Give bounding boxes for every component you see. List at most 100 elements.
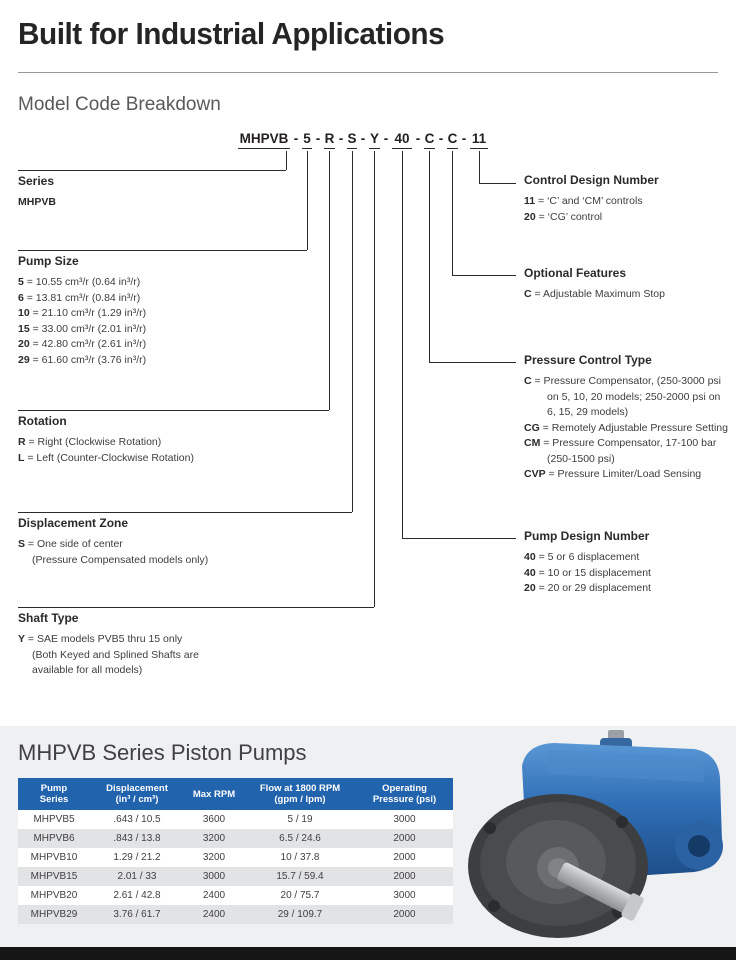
model-code-separator: - bbox=[360, 131, 366, 146]
callout-heading: Pump Size bbox=[18, 254, 79, 268]
connector-line-pump-size bbox=[18, 250, 307, 251]
cell-displacement: 1.29 / 21.2 bbox=[90, 848, 184, 867]
cell-max-rpm: 2400 bbox=[184, 905, 244, 924]
connector-line-series bbox=[18, 170, 286, 171]
callout-item: 11 = ‘C’ and ‘CM’ controls bbox=[524, 195, 643, 207]
callout-item: R = Right (Clockwise Rotation) bbox=[18, 436, 162, 448]
callout-item: CM = Pressure Compensator, 17-100 bar bbox=[524, 437, 717, 449]
callout-item: on 5, 10, 20 models; 250-2000 psi on bbox=[547, 390, 721, 403]
callout-item: 15 = 33.00 cm³/r (2.01 in³/r) bbox=[18, 322, 147, 335]
column-header-flow: Flow at 1800 RPM(gpm / lpm) bbox=[244, 778, 356, 810]
cell-max-rpm: 3200 bbox=[184, 848, 244, 867]
column-header-max-rpm: Max RPM bbox=[184, 778, 244, 810]
cell-displacement: 2.61 / 42.8 bbox=[90, 886, 184, 905]
callout-heading: Rotation bbox=[18, 414, 67, 428]
model-code-segment-optional-features: C bbox=[447, 131, 458, 149]
callout-heading: Control Design Number bbox=[524, 173, 659, 187]
cell-series: MHPVB29 bbox=[18, 905, 90, 924]
model-code-segment-rotation: R bbox=[324, 131, 335, 149]
cell-max-rpm: 2400 bbox=[184, 886, 244, 905]
callout-item: MHPVB bbox=[18, 196, 56, 208]
connector-line-pump-design bbox=[402, 538, 516, 539]
callout-heading: Series bbox=[18, 174, 55, 188]
model-code-segment-shaft-type: Y bbox=[369, 131, 380, 149]
connector-line-displacement-zone bbox=[18, 512, 352, 513]
callout-item: 6 = 13.81 cm³/r (0.84 in³/r) bbox=[18, 291, 141, 304]
callout-item: CVP = Pressure Limiter/Load Sensing bbox=[524, 468, 702, 480]
callout-item: 10 = 21.10 cm³/r (1.29 in³/r) bbox=[18, 307, 147, 319]
callout-item: L = Left (Counter-Clockwise Rotation) bbox=[18, 451, 194, 464]
cell-flow: 20 / 75.7 bbox=[244, 886, 356, 905]
model-code-separator: - bbox=[338, 131, 344, 146]
table-row-mhpvb20: MHPVB20 2.61 / 42.8 2400 20 / 75.7 3000 bbox=[18, 886, 453, 905]
page-title: Built for Industrial Applications bbox=[18, 16, 445, 51]
model-code-separator: - bbox=[438, 131, 444, 146]
callout-item: 20 = ‘CG’ control bbox=[524, 210, 603, 223]
callout-item: (Both Keyed and Splined Shafts are bbox=[32, 648, 199, 661]
callout-heading: Shaft Type bbox=[18, 611, 79, 625]
connector-line-series bbox=[286, 151, 287, 170]
model-code-segment-pump-design: 40 bbox=[392, 131, 412, 149]
cell-pressure: 3000 bbox=[356, 810, 453, 829]
callout-displacement-zone: Displacement Zone S = One side of center… bbox=[18, 516, 208, 568]
connector-line-shaft-type bbox=[18, 607, 374, 608]
table-row-mhpvb29: MHPVB29 3.76 / 61.7 2400 29 / 109.7 2000 bbox=[18, 905, 453, 924]
callout-item: C = Pressure Compensator, (250-3000 psi bbox=[524, 375, 721, 387]
cell-flow: 15.7 / 59.4 bbox=[244, 867, 356, 886]
connector-line-rotation bbox=[329, 151, 330, 410]
connector-line-pressure-control bbox=[429, 151, 430, 362]
header-divider bbox=[18, 72, 718, 73]
cell-max-rpm: 3200 bbox=[184, 829, 244, 848]
table-row-mhpvb5: MHPVB5 .643 / 10.5 3600 5 / 19 3000 bbox=[18, 810, 453, 829]
cell-pressure: 2000 bbox=[356, 905, 453, 924]
cell-flow: 29 / 109.7 bbox=[244, 905, 356, 924]
cell-max-rpm: 3600 bbox=[184, 810, 244, 829]
callout-item: available for all models) bbox=[32, 664, 143, 676]
callout-pump-size: Pump Size 5 = 10.55 cm³/r (0.64 in³/r) 6… bbox=[18, 254, 146, 368]
model-code: MHPVB - 5 - R - S - Y - 40 - C - C - 11 bbox=[238, 131, 488, 149]
model-code-separator: - bbox=[315, 131, 321, 146]
callout-rotation: Rotation R = Right (Clockwise Rotation) … bbox=[18, 414, 194, 466]
footer-bar bbox=[0, 947, 736, 960]
callout-heading: Displacement Zone bbox=[18, 516, 129, 530]
cell-flow: 6.5 / 24.6 bbox=[244, 829, 356, 848]
model-code-separator: - bbox=[293, 131, 299, 146]
callout-shaft-type: Shaft Type Y = SAE models PVB5 thru 15 o… bbox=[18, 611, 199, 679]
callout-optional-features: Optional Features C = Adjustable Maximum… bbox=[524, 266, 665, 303]
cell-series: MHPVB10 bbox=[18, 848, 90, 867]
callout-item: 29 = 61.60 cm³/r (3.76 in³/r) bbox=[18, 353, 147, 366]
callout-item: 5 = 10.55 cm³/r (0.64 in³/r) bbox=[18, 276, 141, 288]
cell-pressure: 2000 bbox=[356, 867, 453, 886]
connector-line-pump-design bbox=[402, 151, 403, 538]
cell-displacement: 3.76 / 61.7 bbox=[90, 905, 184, 924]
model-code-segment-control-design: 11 bbox=[470, 131, 488, 149]
cell-flow: 5 / 19 bbox=[244, 810, 356, 829]
cell-series: MHPVB5 bbox=[18, 810, 90, 829]
callout-item: 40 = 5 or 6 displacement bbox=[524, 551, 640, 563]
cell-pressure: 2000 bbox=[356, 848, 453, 867]
callout-series: Series MHPVB bbox=[18, 174, 56, 211]
connector-line-optional-features bbox=[452, 151, 453, 275]
callout-item: Y = SAE models PVB5 thru 15 only bbox=[18, 633, 183, 645]
pump-series-heading: MHPVB Series Piston Pumps bbox=[18, 740, 307, 765]
model-code-segment-displacement-zone: S bbox=[347, 131, 357, 149]
callout-item: 20 = 20 or 29 displacement bbox=[524, 582, 651, 594]
model-code-segment-pressure-control: C bbox=[424, 131, 435, 149]
table-row-mhpvb10: MHPVB10 1.29 / 21.2 3200 10 / 37.8 2000 bbox=[18, 848, 453, 867]
connector-line-control-design bbox=[479, 183, 516, 184]
cell-displacement: .643 / 10.5 bbox=[90, 810, 184, 829]
cell-series: MHPVB6 bbox=[18, 829, 90, 848]
cell-displacement: .843 / 13.8 bbox=[90, 829, 184, 848]
callout-item: (250-1500 psi) bbox=[547, 452, 615, 465]
connector-line-shaft-type bbox=[374, 151, 375, 607]
callout-heading: Pressure Control Type bbox=[524, 353, 652, 367]
model-code-separator: - bbox=[415, 131, 421, 146]
model-code-segment-series: MHPVB bbox=[238, 131, 290, 149]
pump-product-photo bbox=[468, 730, 723, 938]
callout-heading: Optional Features bbox=[524, 266, 627, 280]
table-row-mhpvb15: MHPVB15 2.01 / 33 3000 15.7 / 59.4 2000 bbox=[18, 867, 453, 886]
